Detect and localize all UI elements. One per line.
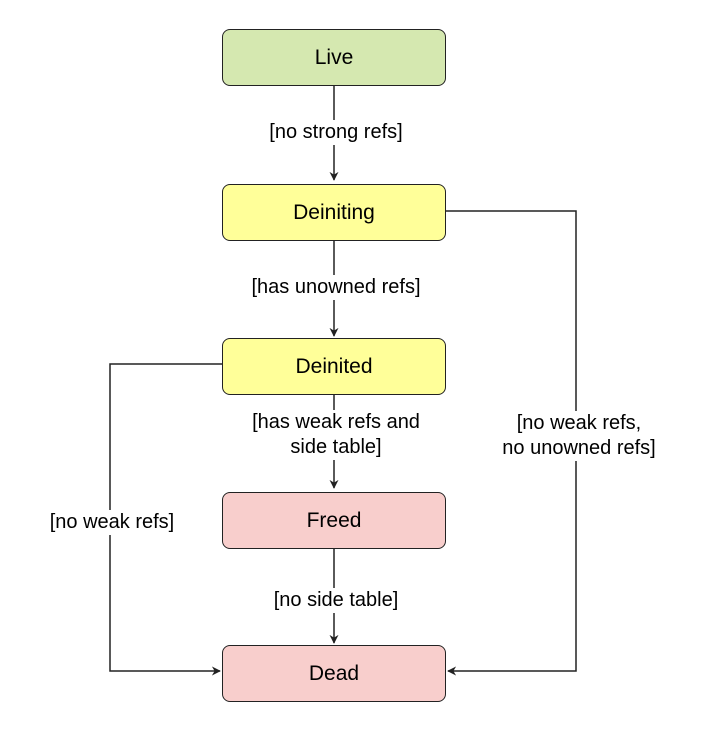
label-has-weak-refs-and-side-table: [has weak refs and side table] (222, 410, 450, 460)
label-no-strong-refs: [no strong refs] (246, 120, 426, 145)
node-freed: Freed (222, 492, 446, 549)
node-dead: Dead (222, 645, 446, 702)
label-no-weak-refs: [no weak refs] (26, 510, 198, 535)
label-no-side-table: [no side table] (248, 588, 424, 613)
node-deiniting: Deiniting (222, 184, 446, 241)
node-live: Live (222, 29, 446, 86)
node-deinited: Deinited (222, 338, 446, 395)
label-has-unowned-refs: [has unowned refs] (224, 275, 448, 300)
label-no-weak-no-unowned-refs: [no weak refs, no unowned refs] (472, 411, 686, 461)
